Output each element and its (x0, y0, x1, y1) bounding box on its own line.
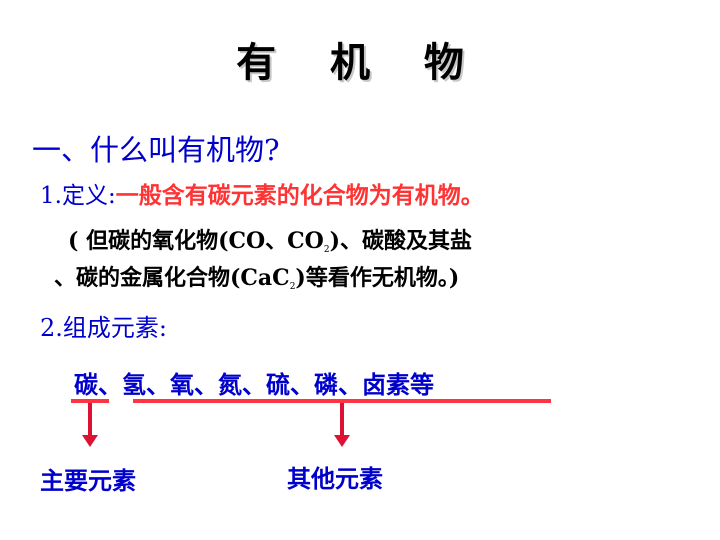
note-line-2-prefix: 、碳的金属化合物(CaC (54, 265, 290, 291)
definition-line: 1.定义:一般含有碳元素的化合物为有机物。 (40, 176, 484, 210)
note-line-2: 、碳的金属化合物(CaC2)等看作无机物。) (54, 260, 459, 292)
slide-title: 有 机 物 (236, 39, 484, 86)
note-line-2-suffix: )等看作无机物。) (295, 265, 460, 291)
arrow-down-icon (334, 403, 350, 447)
note-line-1-subscript: 2 (323, 245, 330, 255)
section-heading-elements: 2.组成元素: (40, 314, 167, 342)
note-line-1-prefix: ( 但碳的氧化物(CO、CO (68, 228, 324, 254)
section-heading-what-is: 一、什么叫有机物? (32, 133, 280, 167)
element-list: 碳、氢、氧、氮、硫、磷、卤素等 (74, 370, 434, 399)
note-line-2-subscript: 2 (289, 282, 296, 292)
main-elements-label: 主要元素 (40, 466, 136, 495)
note-line-1: ( 但碳的氧化物(CO、CO2)、碳酸及其盐 (68, 223, 472, 255)
definition-text: 一般含有碳元素的化合物为有机物。 (115, 182, 484, 209)
other-elements-label: 其他元素 (287, 464, 383, 493)
definition-label: 1.定义: (40, 183, 116, 209)
arrow-down-icon (82, 403, 98, 447)
other-elements-underline (133, 399, 551, 403)
main-element-underline (71, 399, 109, 403)
note-line-1-suffix: )、碳酸及其盐 (329, 228, 472, 254)
